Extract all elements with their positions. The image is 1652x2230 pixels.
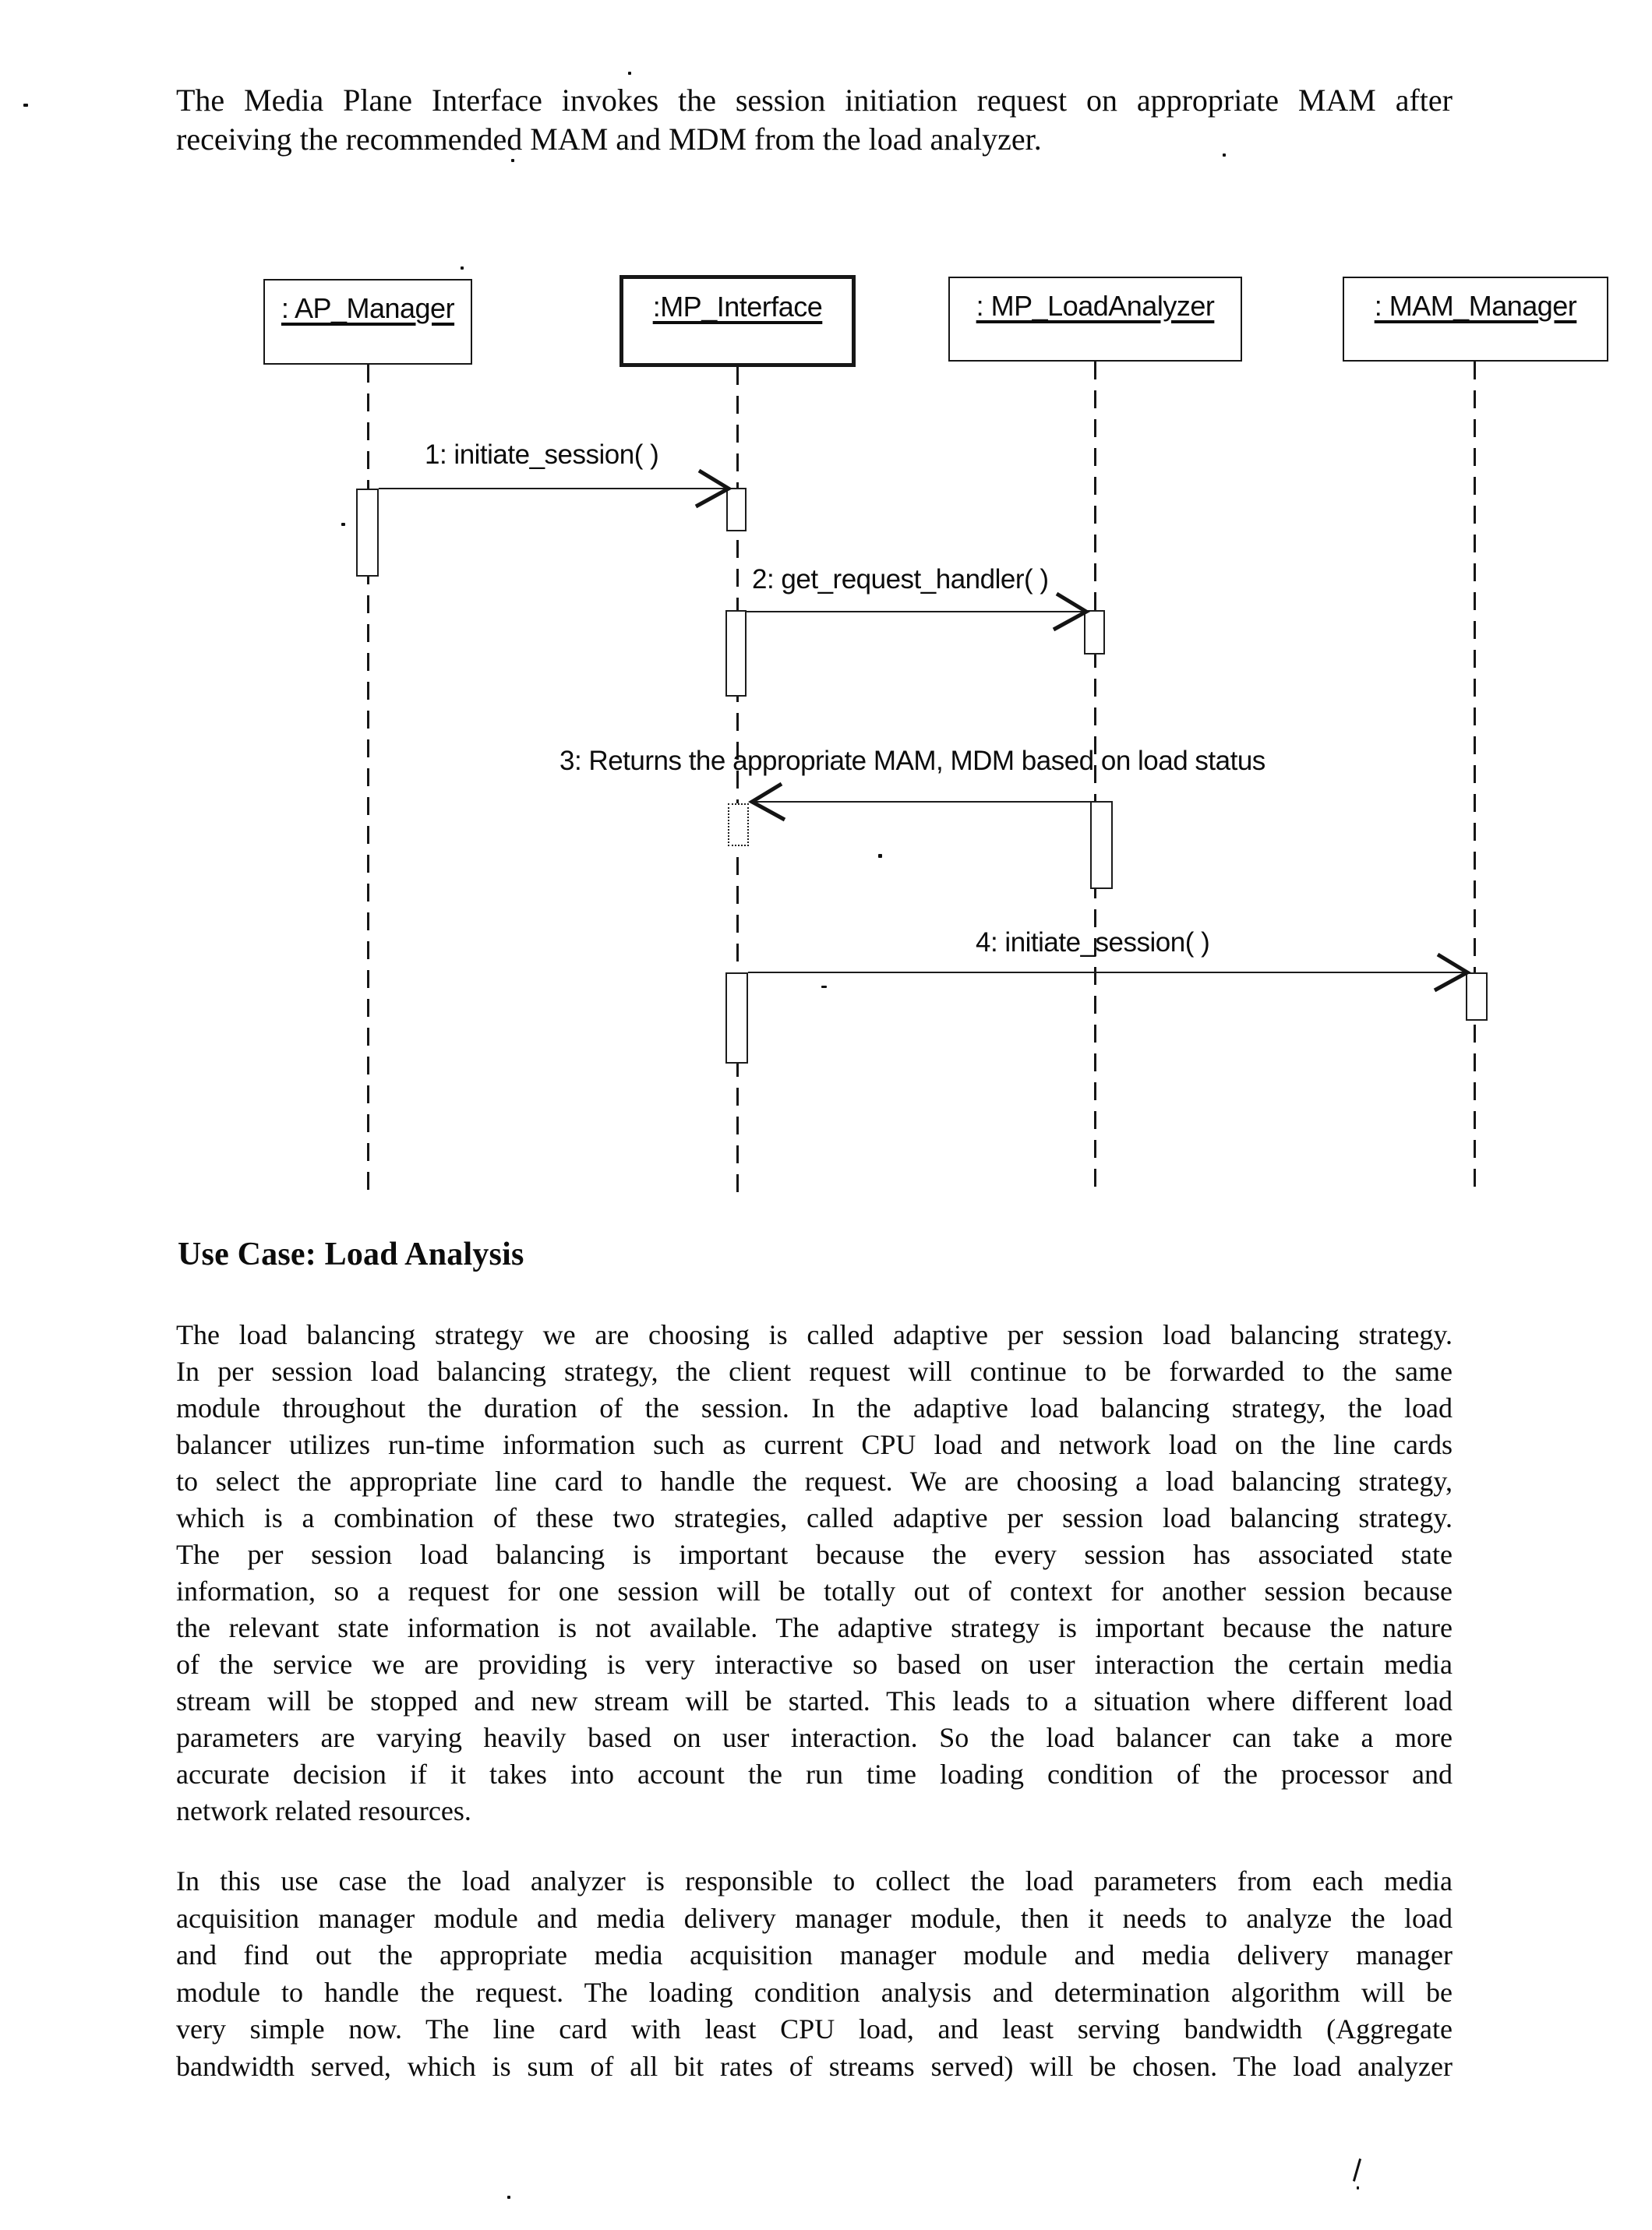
actor-label: : MAM_Manager [1374, 290, 1577, 322]
scan-speck [628, 72, 631, 75]
arrowhead-left-icon [747, 782, 786, 822]
text-line: balancer utilizes run-time information s… [176, 1429, 1453, 1460]
scan-speck [821, 986, 827, 988]
activation-loadanalyzer-1 [1084, 610, 1105, 655]
activation-mam-manager [1466, 972, 1488, 1021]
actor-label: : MP_LoadAnalyzer [976, 290, 1215, 322]
arrowhead-right-icon [694, 468, 733, 509]
lifeline-ap-manager [367, 365, 369, 1193]
lifeline-mp-interface [736, 367, 739, 1193]
scan-speck [341, 523, 345, 526]
text-line: accurate decision if it takes into accou… [176, 1759, 1453, 1790]
scan-speck [878, 854, 882, 858]
text-line: In this use case the load analyzer is re… [176, 1865, 1453, 1897]
arrowhead-right-icon [1433, 952, 1472, 993]
text-line: of the service we are providing is very … [176, 1649, 1453, 1680]
activation-mp-interface-2 [725, 610, 747, 697]
text-line: parameters are varying heavily based on … [176, 1722, 1453, 1753]
text-line: network related resources. [176, 1795, 471, 1826]
text-line: The load balancing strategy we are choos… [176, 1319, 1453, 1350]
scan-speck [1357, 2186, 1359, 2189]
actor-label: : AP_Manager [281, 292, 455, 324]
lifeline-mam-manager [1474, 362, 1476, 1193]
body-paragraph-1: The load balancing strategy we are choos… [176, 1317, 1453, 1830]
text-line: acquisition manager module and media del… [176, 1902, 1453, 1934]
message-line-2 [747, 611, 1085, 612]
actor-label: :MP_Interface [652, 291, 823, 323]
text-line: the relevant state information is not av… [176, 1612, 1453, 1643]
text-line: In per session load balancing strategy, … [176, 1356, 1453, 1387]
text-line: receiving the recommended MAM and MDM fr… [176, 122, 1042, 157]
activation-ap-manager [356, 489, 379, 577]
actor-box-mp-interface: :MP_Interface [620, 275, 856, 367]
scan-speck [461, 266, 464, 270]
text-line: The Media Plane Interface invokes the se… [176, 83, 1453, 118]
scan-speck [23, 104, 28, 107]
text-line: very simple now. The line card with leas… [176, 2013, 1453, 2045]
section-heading: Use Case: Load Analysis [178, 1237, 524, 1272]
text-line: which is a combination of these two stra… [176, 1502, 1453, 1533]
intro-paragraph: The Media Plane Interface invokes the se… [176, 81, 1453, 159]
body-paragraph-2: In this use case the load analyzer is re… [176, 1863, 1453, 2085]
message-line-3 [750, 801, 1091, 803]
activation-loadanalyzer-2 [1090, 801, 1113, 889]
scan-speck [511, 159, 514, 162]
message-label-4: 4: initiate_session( ) [976, 927, 1210, 958]
arrowhead-right-icon [1052, 591, 1091, 632]
message-line-4 [748, 972, 1467, 973]
activation-mp-interface-1 [726, 488, 747, 531]
actor-box-mp-loadanalyzer: : MP_LoadAnalyzer [948, 277, 1242, 362]
text-line: and find out the appropriate media acqui… [176, 1939, 1453, 1971]
text-line: information, so a request for one sessio… [176, 1575, 1453, 1607]
text-line: The per session load balancing is import… [176, 1539, 1453, 1570]
message-line-1 [379, 488, 726, 489]
text-line: to select the appropriate line card to h… [176, 1466, 1453, 1497]
text-line: bandwidth served, which is sum of all bi… [176, 2050, 1453, 2082]
message-label-3: 3: Returns the appropriate MAM, MDM base… [559, 746, 1265, 776]
lifeline-mp-loadanalyzer [1094, 362, 1096, 1193]
activation-mp-interface-4 [725, 972, 748, 1064]
scan-slash-mark [1352, 2158, 1362, 2182]
text-line: stream will be stopped and new stream wi… [176, 1685, 1453, 1717]
scan-speck [507, 2196, 510, 2199]
text-line: module throughout the duration of the se… [176, 1392, 1453, 1424]
actor-box-mam-manager: : MAM_Manager [1343, 277, 1608, 362]
actor-box-ap-manager: : AP_Manager [263, 279, 472, 365]
scan-speck [1223, 153, 1226, 157]
message-label-2: 2: get_request_handler( ) [752, 564, 1049, 595]
message-label-1: 1: initiate_session( ) [425, 439, 659, 470]
activation-mp-interface-3 [728, 803, 749, 846]
text-line: module to handle the request. The loadin… [176, 1976, 1453, 2008]
